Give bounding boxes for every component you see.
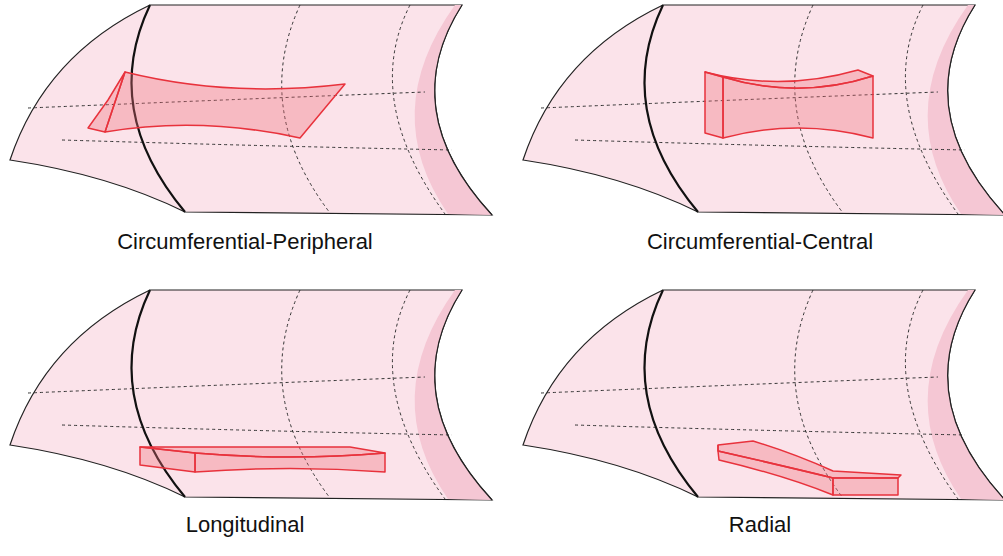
panel-caption: Circumferential-Central	[647, 229, 873, 255]
panel-caption: Radial	[729, 512, 791, 538]
panel-figure	[10, 5, 492, 215]
panel-figure	[523, 5, 1003, 215]
panel-figure	[523, 290, 1003, 500]
panel-caption: Longitudinal	[186, 512, 305, 538]
panel-figure	[10, 290, 492, 500]
panel-caption: Circumferential-Peripheral	[117, 229, 373, 255]
